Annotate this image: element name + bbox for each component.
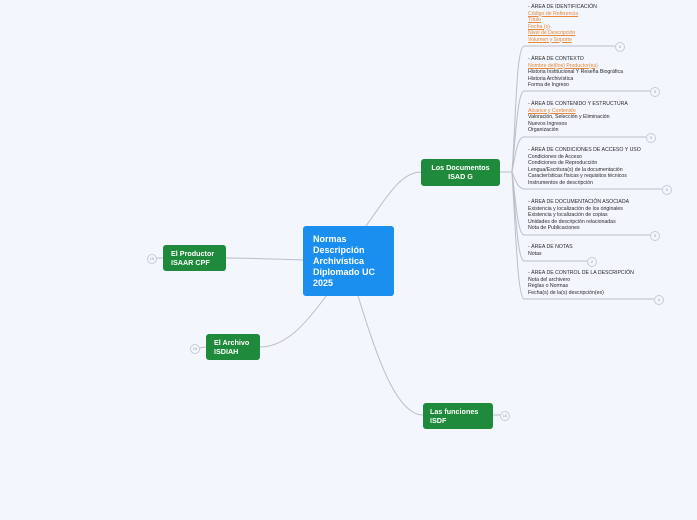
- link-central-archivo: [259, 295, 327, 348]
- link-central-documentos: [365, 171, 422, 227]
- group-line: - ÁREA DE CONTEXTO: [528, 56, 584, 62]
- group-line: - ÁREA DE CONTENIDO Y ESTRUCTURA: [528, 101, 628, 107]
- collapse-badge-g7[interactable]: 4: [654, 295, 664, 305]
- group-line[interactable]: Alcance y Contenido: [528, 107, 576, 114]
- group-line: Valoración, Selección y Eliminación: [528, 114, 610, 120]
- link-archivo-badge: [198, 346, 207, 349]
- group-line: Condiciones de Acceso: [528, 153, 582, 160]
- topic-el-archivo-subtitle: ISDIAH: [214, 346, 239, 356]
- group-line: Organización: [528, 127, 559, 133]
- link-central-funciones: [357, 295, 424, 416]
- group-line: Forma de Ingreso: [528, 82, 569, 88]
- group-line: Instrumentos de descripción: [528, 179, 593, 186]
- group-line: - ÁREA DE DOCUMENTACIÓN ASOCIADA: [528, 199, 630, 205]
- topic-los-documentos-title: Los Documentos: [431, 163, 490, 172]
- topic-el-archivo-title: El Archivo: [214, 338, 250, 347]
- group-line: - ÁREA DE CONTROL DE LA DESCRIPCIÓN: [528, 270, 634, 276]
- topic-los-documentos-subtitle: ISAD G: [448, 171, 473, 181]
- collapse-badge-g1[interactable]: 6: [615, 42, 625, 52]
- topic-los-documentos[interactable]: Los Documentos ISAD G: [421, 159, 500, 186]
- collapse-badge-g4[interactable]: 6: [662, 185, 672, 195]
- link-central-productor: [225, 257, 304, 261]
- collapse-badge-funciones[interactable]: 16: [500, 411, 510, 421]
- collapse-badge-g6[interactable]: 2: [587, 257, 597, 267]
- group-line: Existencia y localización de copias: [528, 212, 608, 218]
- group-line: Nuevos Ingresos: [528, 120, 567, 127]
- collapse-badge-g5[interactable]: 5: [650, 231, 660, 241]
- group-line: Lengua/Escritura(s) de la documentación: [528, 166, 623, 173]
- group-line: Notas: [528, 250, 542, 257]
- collapse-badge-g3[interactable]: 5: [646, 133, 656, 143]
- group-line[interactable]: Nivel de Descripción: [528, 30, 576, 36]
- topic-las-funciones[interactable]: Las funciones ISDF: [423, 403, 493, 429]
- group-line[interactable]: Volumen y Soporte: [528, 36, 572, 43]
- link-docs-g2: [511, 90, 650, 173]
- collapse-badge-productor[interactable]: 15: [147, 254, 157, 264]
- group-line: Nota del archivero: [528, 276, 571, 283]
- group-line[interactable]: Código de Referencia: [528, 10, 579, 17]
- group-line[interactable]: Nombre del(los) Productor(es): [528, 62, 598, 69]
- link-docs-g7: [511, 171, 654, 300]
- group-line: Nota de Publicaciones: [528, 225, 580, 231]
- link-docs-g3: [511, 136, 646, 173]
- topic-el-productor-subtitle: ISAAR CPF: [171, 257, 210, 267]
- topic-el-archivo[interactable]: El Archivo ISDIAH: [206, 334, 260, 360]
- central-topic[interactable]: Normas Descripción Archivística Diplomad…: [303, 226, 394, 296]
- link-docs-g1: [511, 45, 615, 173]
- group-line: - ÁREA DE IDENTIFICACIÓN: [528, 4, 597, 10]
- group-line: Características físicas y requisitos téc…: [528, 173, 627, 179]
- group-line[interactable]: Fecha (s): [528, 23, 550, 30]
- link-docs-g4: [511, 171, 662, 190]
- group-line: - ÁREA DE CONDICIONES DE ACCESO Y USO: [528, 147, 641, 153]
- collapse-badge-archivo[interactable]: 16: [190, 344, 200, 354]
- group-line: Fecha(s) de la(s) descripción(es): [528, 289, 604, 296]
- topic-las-funciones-title: Las funciones: [430, 407, 479, 416]
- group-line: Unidades de descripción relacionadas: [528, 218, 616, 225]
- group-line: Existencia y localización de los origina…: [528, 205, 623, 212]
- group-line: Historia Institucional Y Reseña Biográfi…: [528, 69, 623, 75]
- topic-el-productor[interactable]: El Productor ISAAR CPF: [163, 245, 226, 271]
- group-line[interactable]: Título: [528, 17, 541, 23]
- central-topic-title: Normas Descripción Archivística Diplomad…: [313, 234, 375, 288]
- group-line: Historia Archivística: [528, 75, 574, 82]
- collapse-badge-g2[interactable]: 5: [650, 87, 660, 97]
- group-line: Reglas o Normas: [528, 283, 569, 289]
- group-line: Condiciones de Reproducción: [528, 160, 598, 166]
- topic-las-funciones-subtitle: ISDF: [430, 415, 447, 425]
- group-line: - ÁREA DE NOTAS: [528, 244, 573, 250]
- topic-el-productor-title: El Productor: [171, 249, 215, 258]
